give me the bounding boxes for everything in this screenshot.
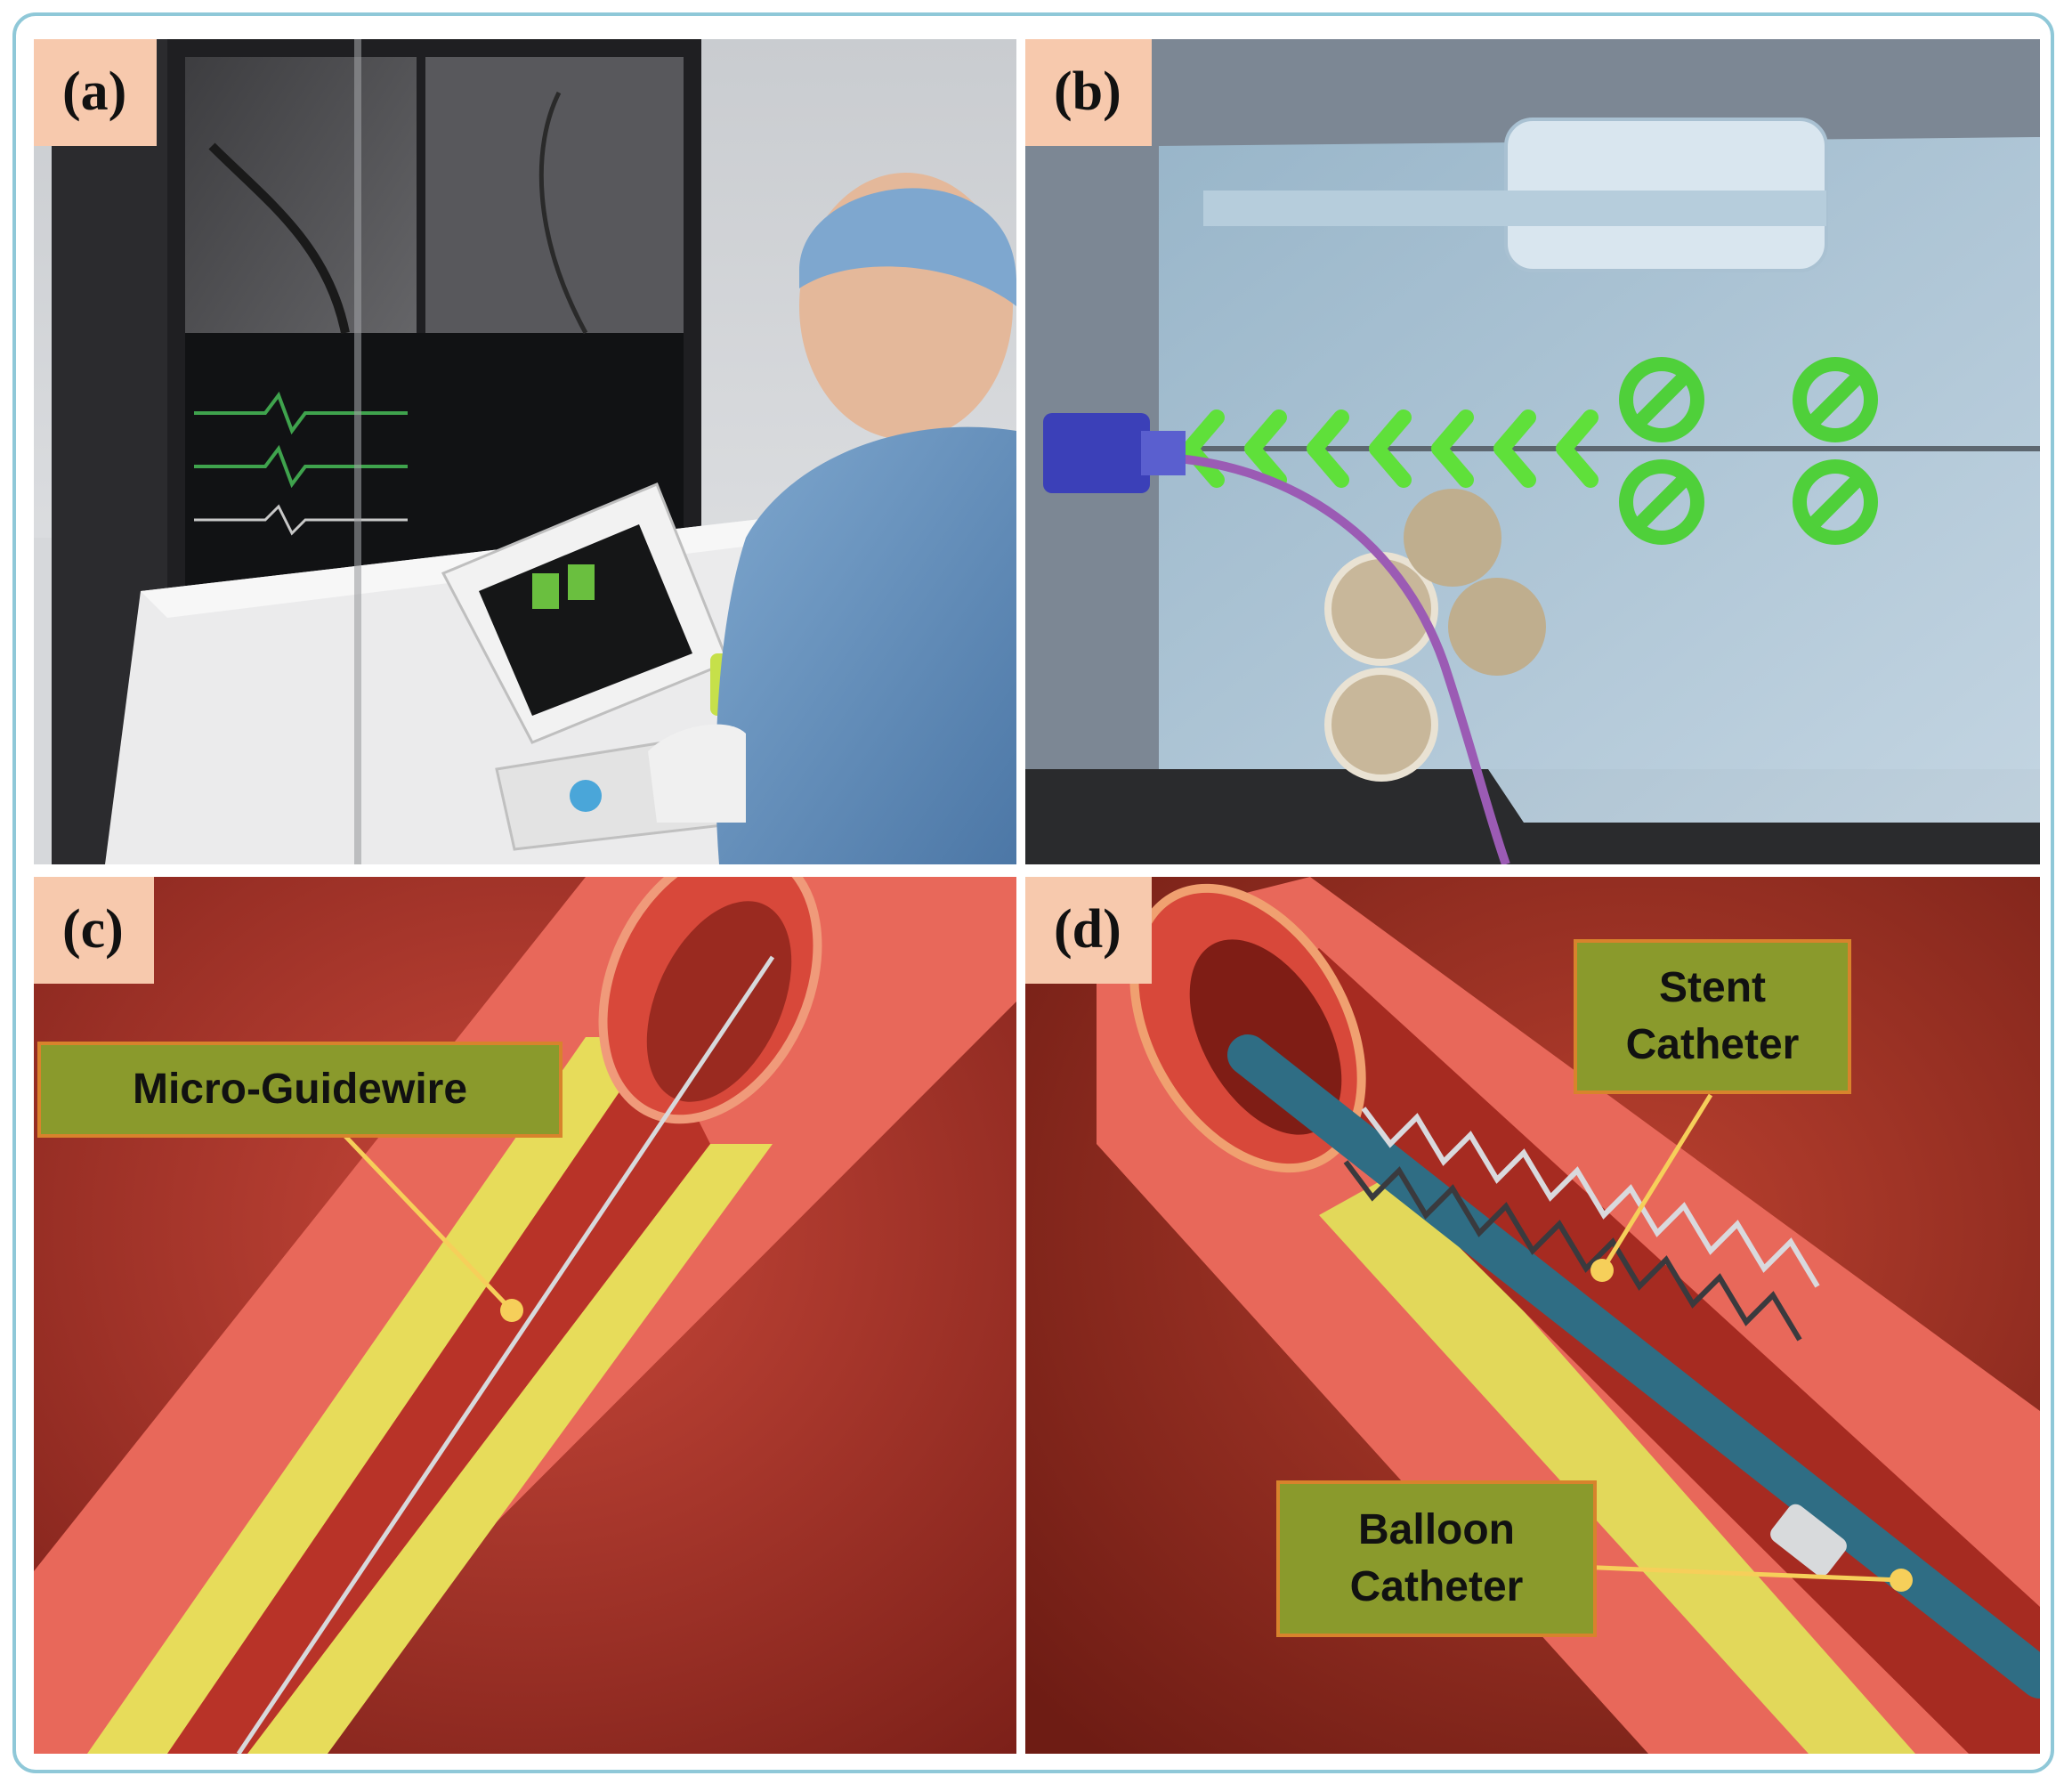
stent-catheter-callout: Stent Catheter [1574, 939, 1851, 1094]
panel-a-illustration [34, 39, 1016, 864]
balloon-catheter-callout-line1: Balloon [1358, 1506, 1515, 1553]
panel-c-guidewire: (c) Micro-Guidewire [34, 877, 1016, 1754]
panel-d-label: (d) [1025, 877, 1152, 984]
panel-b-label: (b) [1025, 39, 1152, 146]
panel-a-label: (a) [34, 39, 158, 146]
panel-b-cassette: (b) [1025, 39, 2040, 864]
micro-guidewire-callout: Micro-Guidewire [37, 1042, 563, 1138]
panel-a-robotic-console: (a) [34, 39, 1016, 864]
stent-catheter-callout-line2: Catheter [1625, 1021, 1800, 1068]
balloon-catheter-callout: Balloon Catheter [1276, 1480, 1597, 1637]
panel-d-illustration [1025, 877, 2040, 1754]
micro-guidewire-callout-text: Micro-Guidewire [132, 1066, 468, 1113]
panel-b-illustration [1025, 39, 2040, 864]
panel-d-stent: (d) Stent Catheter Balloon Catheter [1025, 877, 2040, 1754]
balloon-catheter-callout-line2: Catheter [1349, 1563, 1524, 1610]
panel-c-label: (c) [34, 877, 154, 984]
panel-c-illustration [34, 877, 1016, 1754]
stent-catheter-callout-line1: Stent [1659, 964, 1766, 1011]
